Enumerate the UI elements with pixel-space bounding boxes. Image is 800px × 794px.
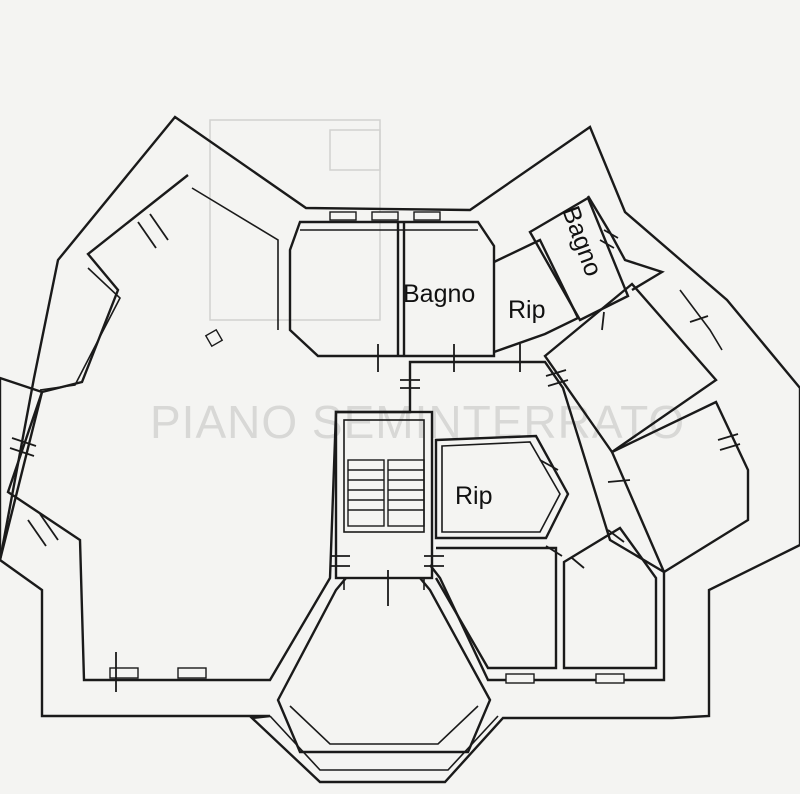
staircase bbox=[347, 459, 425, 527]
upper-right-block bbox=[493, 195, 750, 574]
lower-rooms bbox=[434, 526, 658, 684]
window bbox=[177, 667, 207, 679]
rip-center-room bbox=[434, 434, 570, 540]
room-label-rip-center: Rip bbox=[455, 482, 493, 510]
watermark: PIANO SEMINTERRATO bbox=[150, 119, 685, 448]
window bbox=[329, 211, 357, 221]
window bbox=[413, 211, 441, 221]
door-ticks bbox=[9, 213, 741, 692]
exterior-walls bbox=[0, 115, 800, 784]
upper-block bbox=[288, 211, 496, 358]
room-label-rip: Rip bbox=[508, 296, 546, 324]
window bbox=[505, 673, 535, 684]
room-label-bagno: Bagno bbox=[403, 280, 475, 308]
window bbox=[371, 211, 399, 221]
watermark-text: PIANO SEMINTERRATO bbox=[150, 396, 685, 448]
window bbox=[595, 673, 625, 684]
column-marker bbox=[204, 328, 224, 348]
bay-projection bbox=[269, 577, 499, 771]
stair-core bbox=[334, 410, 434, 590]
left-room bbox=[39, 187, 279, 679]
window bbox=[109, 667, 139, 679]
